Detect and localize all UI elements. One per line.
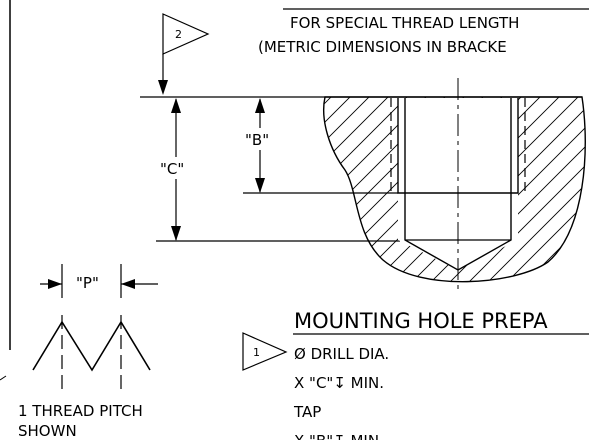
dimension-p-label: "P" [76,274,99,292]
hatch-line [323,97,415,282]
step-drill-depth: X "C"↧ MIN. [294,374,384,392]
hatch-line [488,97,586,282]
hatch-line [109,90,319,300]
thread-pitch-label-1: 1 THREAD PITCH [18,402,143,420]
hatch-line [469,97,586,282]
dimension-b: "B" [243,98,277,193]
mounting-title: MOUNTING HOLE PREPA [294,309,548,333]
part-cross-section [109,78,586,300]
dimension-b-label: "B" [245,131,269,149]
hatch-line [323,97,377,282]
step-drill-dia: Ø DRILL DIA. [294,345,389,363]
dimension-c: "C" [158,98,196,241]
flag-1-callout: 1 [242,332,288,371]
dimension-c-label: "C" [160,160,184,178]
dimension-p: "P" [40,264,158,298]
flag-2-number: 2 [175,28,182,41]
hatch-line [323,97,358,282]
hatch-line [323,97,339,282]
flag-1-number: 1 [253,346,260,359]
step-tap-depth: X "B"↧ MIN. [294,432,384,440]
hatch-line [545,97,586,282]
flag-2-callout: 2 [158,13,210,95]
note-line-2: (METRIC DIMENSIONS IN BRACKE [258,38,507,56]
frame-tick [0,375,7,381]
hatch-line [323,97,396,282]
note-line-1: FOR SPECIAL THREAD LENGTH [290,14,519,32]
thread-pitch-profile [32,315,151,395]
step-tap: TAP [293,403,321,421]
thread-pitch-label-2: SHOWN [18,422,77,440]
hatch-line [450,97,586,282]
